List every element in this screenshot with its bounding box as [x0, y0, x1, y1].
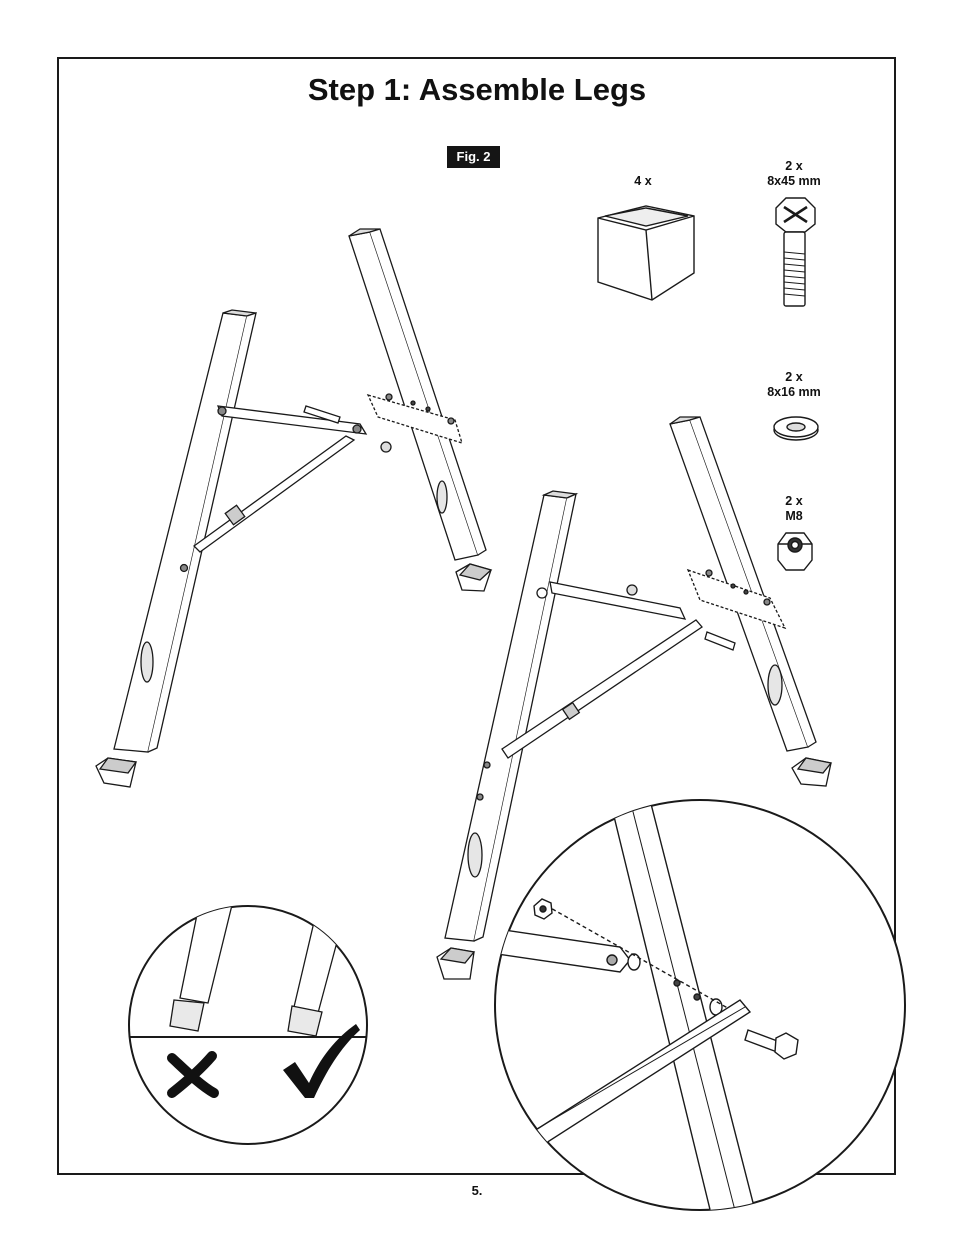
cross-mark-icon: [172, 1056, 214, 1093]
foot-orientation-detail: [100, 900, 400, 1144]
washer-qty-text: 2 x: [785, 370, 803, 384]
lock-nut-icon: [778, 533, 812, 570]
page-number: 5.: [471, 1183, 483, 1198]
nut-size-text: M8: [785, 509, 803, 523]
foot-cap-qty: 4 x: [610, 174, 676, 189]
right-leg-assembly: [437, 417, 831, 979]
foot-cap-qty-text: 4 x: [634, 174, 652, 188]
foot-cap-icon: [598, 206, 694, 300]
bolt-size-text: 8x45 mm: [767, 174, 821, 188]
left-leg-assembly: [96, 229, 491, 787]
figure-label: Fig. 2: [447, 146, 500, 168]
bolt-assembly-detail: [470, 800, 905, 1230]
bolt-qty: 2 x 8x45 mm: [756, 159, 832, 189]
bolt-icon: [776, 198, 815, 306]
check-mark-icon: [283, 1024, 360, 1098]
washer-size-text: 8x16 mm: [767, 385, 821, 399]
washer-icon: [774, 417, 818, 440]
page-title: Step 1: Assemble Legs: [307, 72, 647, 107]
nut-qty: 2 x M8: [756, 494, 832, 524]
washer-qty: 2 x 8x16 mm: [756, 370, 832, 400]
nut-qty-text: 2 x: [785, 494, 803, 508]
bolt-qty-text: 2 x: [785, 159, 803, 173]
page-frame: [57, 57, 896, 1175]
